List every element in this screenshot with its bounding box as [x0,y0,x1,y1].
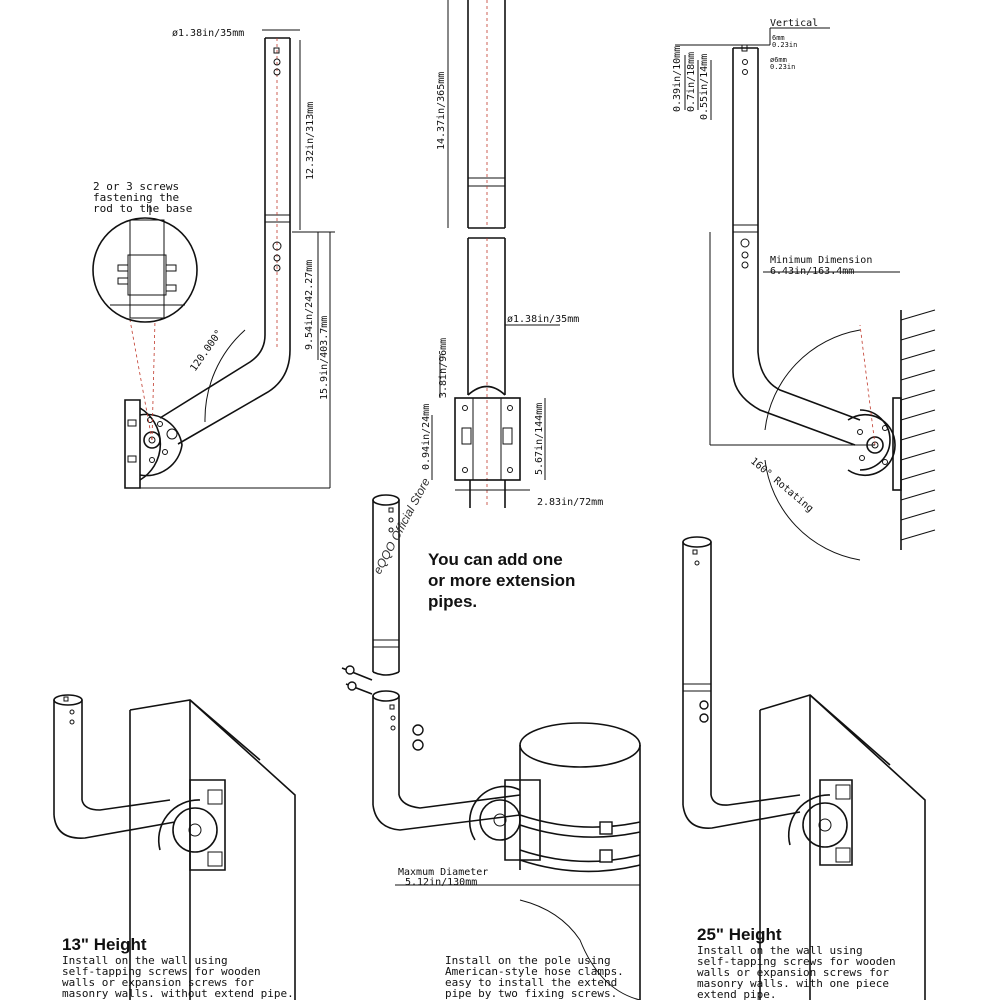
middle-caption-2: American-style hose clamps. [445,965,624,978]
min-dimension-value: 6.43in/163.4mm [770,266,854,277]
right-caption-4: masonry walls. with one piece [697,977,889,990]
front-base-to-tube: 3.8in/96mm [438,338,449,398]
front-tube-diameter: ø1.38in/35mm [507,314,579,325]
side-tube-diameter: ø1.38in/35mm [172,28,244,39]
wall-install-left [53,694,296,1000]
side-note-1: 2 or 3 screws [93,180,179,193]
right-caption-2: self-tapping screws for wooden [697,955,896,968]
wall-hatching [900,309,936,541]
middle-caption-1: Install on the pole using [445,954,611,967]
min-dimension-label: Minimum Dimension [770,255,872,266]
dim-c: 0.55in/14mm [699,54,710,120]
front-plate-height: 5.67in/144mm [534,403,545,475]
left-caption-4: masonry walls. without extend pipe. [62,987,294,1000]
max-diameter-label: Maxmum Diameter [398,867,488,878]
side-note-3: rod to the base [93,202,192,215]
headline-line-3: pipes. [428,592,477,611]
side-view: ø1.38in/35mm 12.32in/313mm 9.54in/242.27… [92,28,335,489]
watermark: eQQO Official Store [370,475,433,576]
left-caption-1: Install on the wall using [62,954,228,967]
right-caption-1: Install on the wall using [697,944,863,957]
dim-0-23in-b: 0.23in [770,63,795,71]
front-view: 14.37in/365mm ø1.38in/35mm 3.8in/96mm 0.… [421,0,603,508]
headline-line-2: or more extension [428,571,575,590]
headline-line-1: You can add one [428,550,563,569]
extension-pipes [341,494,521,831]
left-caption-2: self-tapping screws for wooden [62,965,261,978]
dim-a: 0.39in/10mm [672,46,683,112]
max-diameter-value: 5.12in/130mm [405,877,477,888]
right-caption-5: extend pipe. [697,988,776,1000]
front-small-offset: 0.94in/24mm [421,404,432,470]
middle-caption-3: easy to install the extend [445,976,617,989]
front-plate-width: 2.83in/72mm [537,497,603,508]
vertical-label: Vertical [770,18,818,29]
left-caption-3: walls or expansion screws for [62,976,254,989]
side-upper-length: 12.32in/313mm [305,102,316,180]
right-caption-3: walls or expansion screws for [697,966,889,979]
dim-6mm: 6mm [772,34,785,42]
middle-caption-4: pipe by two fixing screws. [445,987,617,1000]
wall-install-right [682,536,926,1000]
dim-phi6mm: ø6mm [770,56,787,64]
side-angle: 120.000° [188,328,225,374]
dim-b: 0.7in/18mm [686,52,697,112]
side-lower-length: 9.54in/242.27mm [304,260,315,350]
rotating-label: 160° Rotating [748,456,815,515]
left-height-label: 13" Height [62,935,147,954]
side-note-2: fastening the [93,191,179,204]
pole-install [395,722,641,1000]
front-extension-length: 14.37in/365mm [436,72,447,150]
side-total-height: 15.9in/403.7mm [319,316,330,400]
wall-side-view: Vertical 6mm 0.23in ø6mm 0.23in 0.39in/1… [672,18,936,561]
right-height-label: 25" Height [697,925,782,944]
dim-0-23in: 0.23in [772,41,797,49]
